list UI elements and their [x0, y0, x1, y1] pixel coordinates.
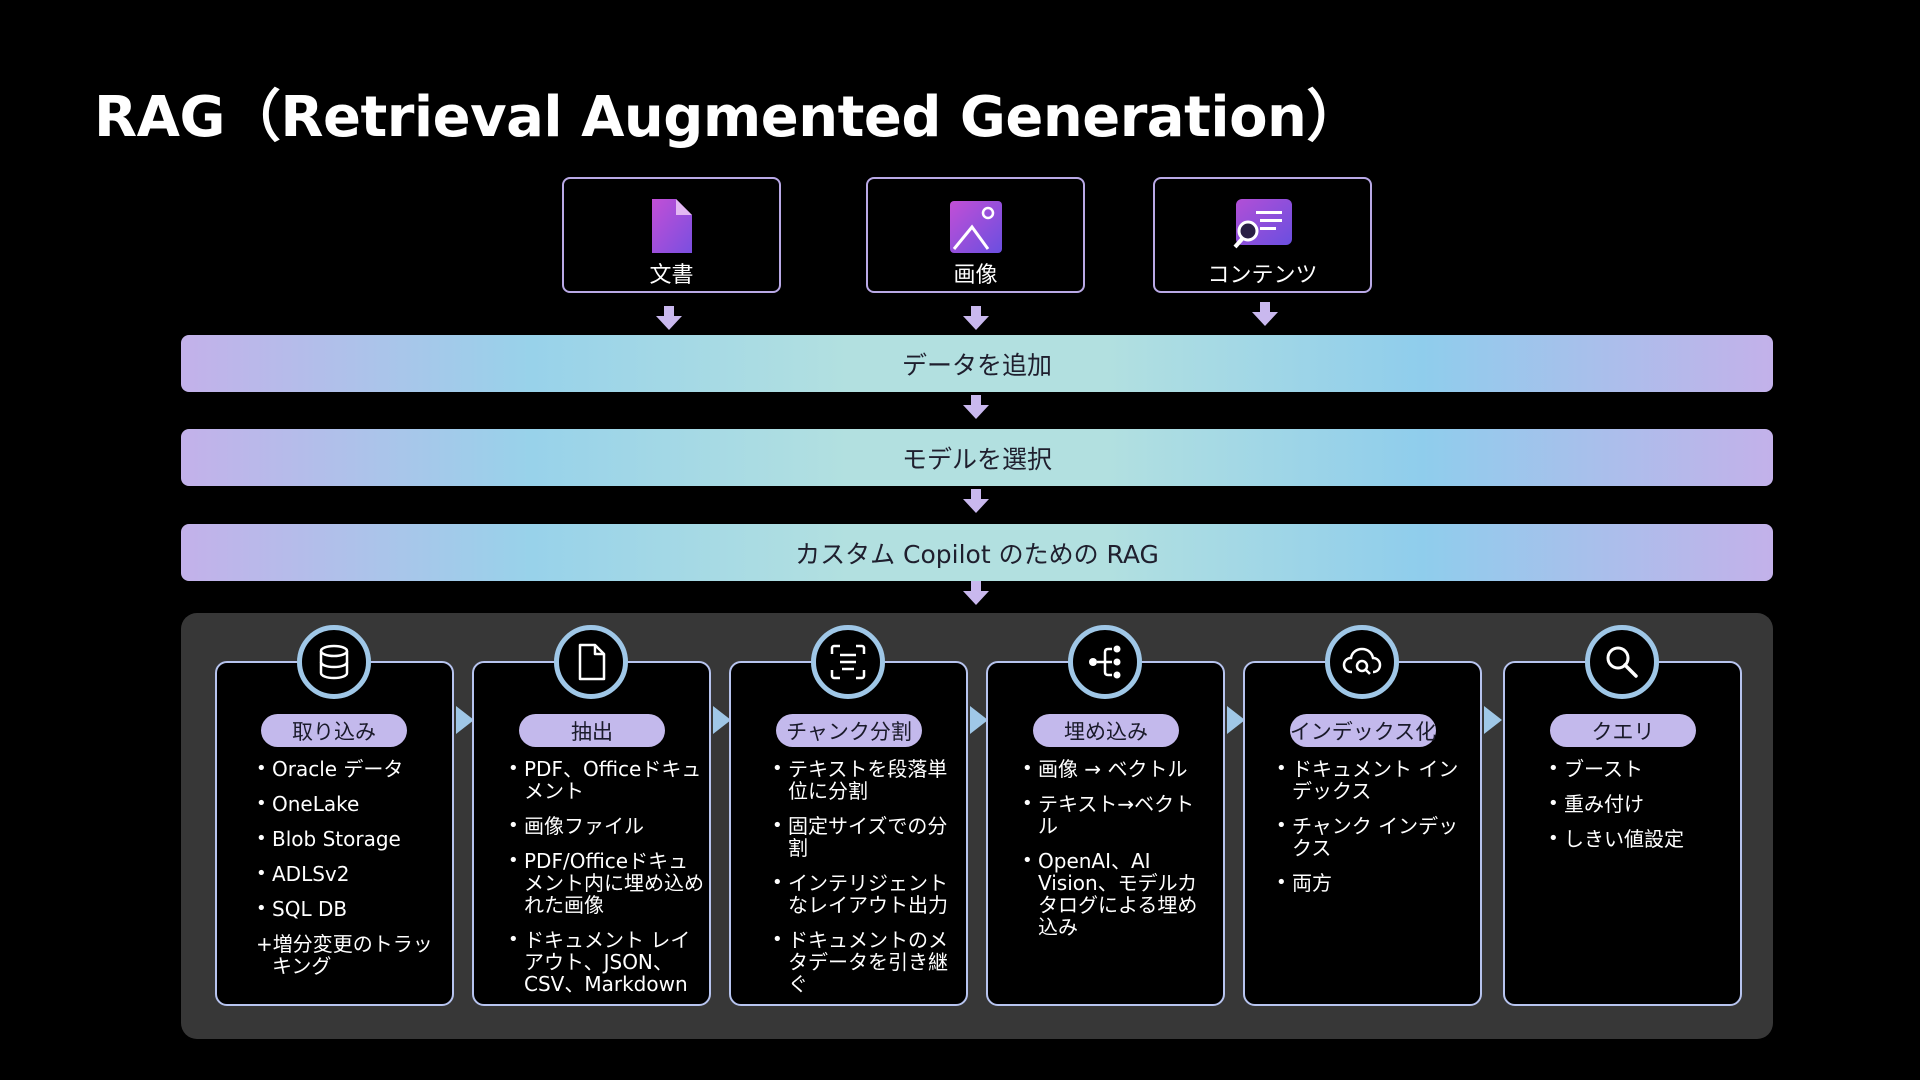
step-label: クエリ	[1550, 714, 1696, 747]
chunk-scan-icon	[830, 644, 866, 680]
page-title: RAG（Retrieval Augmented Generation）	[94, 85, 1362, 150]
source-content: コンテンツ	[1153, 177, 1372, 293]
list-item: SQL DB	[256, 898, 446, 920]
step-label: インデックス化	[1290, 714, 1436, 747]
arrow-down-icon	[963, 581, 989, 605]
list-item: PDF/Officeドキュメント内に埋め込めれた画像	[508, 850, 708, 916]
list-item: 固定サイズでの分割	[772, 815, 952, 859]
step-label: チャンク分割	[776, 714, 922, 747]
list-item: OneLake	[256, 793, 446, 815]
list-item: 画像ファイル	[508, 815, 708, 837]
band-rag-custom-copilot: カスタム Copilot のための RAG	[181, 524, 1773, 581]
step-list-query: ブースト 重み付け しきい値設定	[1548, 758, 1728, 863]
list-item: しきい値設定	[1548, 828, 1728, 850]
step-label: 抽出	[519, 714, 665, 747]
step-label: 埋め込み	[1033, 714, 1179, 747]
arrow-down-icon	[963, 306, 989, 330]
source-image: 画像	[866, 177, 1085, 293]
list-item: OpenAI、AI Vision、モデルカタログによる埋め込み	[1022, 850, 1212, 938]
arrow-down-icon	[1252, 302, 1278, 326]
list-item: 両方	[1276, 872, 1461, 894]
document-icon	[651, 199, 692, 253]
step-connector	[970, 706, 988, 734]
list-item: Oracle データ	[256, 758, 446, 780]
image-icon	[949, 201, 1002, 253]
step-icon-circle	[1068, 625, 1142, 699]
source-document: 文書	[562, 177, 781, 293]
list-item: ADLSv2	[256, 863, 446, 885]
content-search-icon	[1232, 199, 1292, 249]
file-icon	[578, 643, 606, 681]
step-list-chunking: テキストを段落単位に分割 固定サイズでの分割 インテリジェントなレイアウト出力 …	[772, 758, 952, 1008]
step-list-embedding: 画像 → ベクトル テキスト→ベクトル OpenAI、AI Vision、モデル…	[1022, 758, 1212, 951]
arrow-down-icon	[656, 306, 682, 330]
step-icon-circle	[297, 625, 371, 699]
source-label: 画像	[953, 263, 998, 288]
list-item: テキストを段落単位に分割	[772, 758, 952, 802]
step-icon-circle	[554, 625, 628, 699]
list-item: PDF、Officeドキュメント	[508, 758, 708, 802]
step-connector	[456, 706, 474, 734]
band-select-model: モデルを選択	[181, 429, 1773, 486]
list-item: ドキュメント レイアウト、JSON、CSV、Markdown	[508, 929, 708, 995]
step-icon-circle	[1585, 625, 1659, 699]
list-item: Blob Storage	[256, 828, 446, 850]
cloud-search-icon	[1342, 647, 1382, 675]
step-connector	[1484, 706, 1502, 734]
step-connector	[713, 706, 731, 734]
list-item: +増分変更のトラッキング	[256, 933, 446, 977]
step-connector	[1227, 706, 1245, 734]
list-item: 画像 → ベクトル	[1022, 758, 1212, 780]
step-icon-circle	[1325, 625, 1399, 699]
list-item: ブースト	[1548, 758, 1728, 780]
list-item: ドキュメント インデックス	[1276, 758, 1461, 802]
search-icon	[1606, 646, 1638, 678]
step-list-extract: PDF、Officeドキュメント 画像ファイル PDF/Officeドキュメント…	[508, 758, 708, 1008]
list-item-text: +増分変更のトラッキング	[256, 932, 433, 978]
step-list-ingest: Oracle データ OneLake Blob Storage ADLSv2 S…	[256, 758, 446, 990]
vector-branch-icon	[1089, 645, 1121, 679]
arrow-down-icon	[963, 395, 989, 419]
database-icon	[319, 644, 349, 680]
list-item: ドキュメントのメタデータを引き継ぐ	[772, 929, 952, 995]
source-label: コンテンツ	[1207, 263, 1318, 288]
list-item: チャンク インデックス	[1276, 815, 1461, 859]
list-item: テキスト→ベクトル	[1022, 793, 1212, 837]
step-list-indexing: ドキュメント インデックス チャンク インデックス 両方	[1276, 758, 1461, 907]
list-item: インテリジェントなレイアウト出力	[772, 872, 952, 916]
step-label: 取り込み	[261, 714, 407, 747]
list-item: 重み付け	[1548, 793, 1728, 815]
band-add-data: データを追加	[181, 335, 1773, 392]
source-label: 文書	[649, 263, 694, 288]
step-icon-circle	[811, 625, 885, 699]
arrow-down-icon	[963, 489, 989, 513]
